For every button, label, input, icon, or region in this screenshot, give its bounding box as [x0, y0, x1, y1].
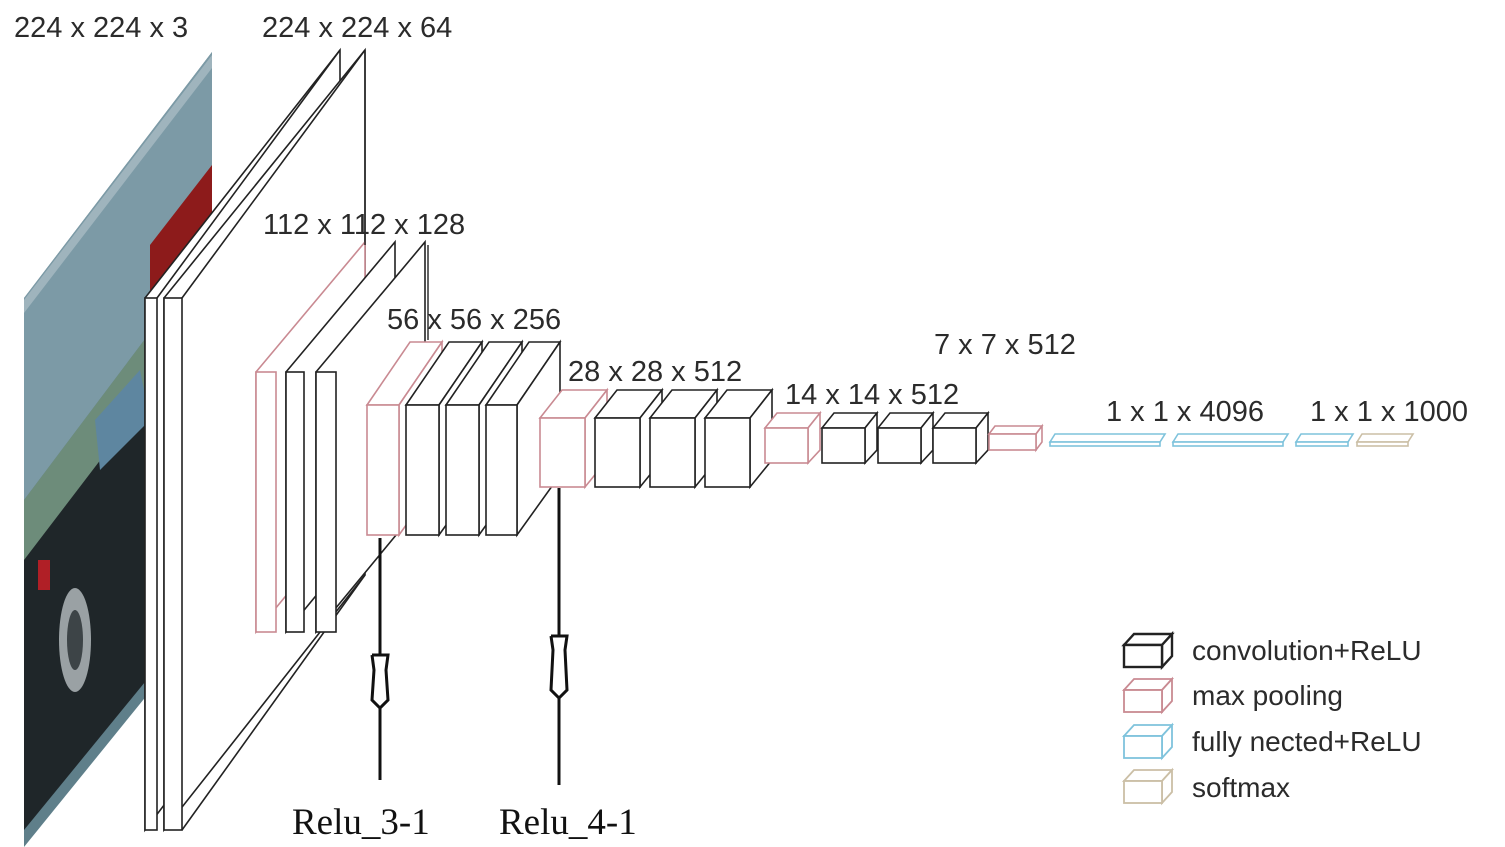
conv2-conv-a-face — [285, 371, 305, 633]
dim-label-output: 1 x 1 x 1000 — [1310, 396, 1468, 428]
legend-label-conv: convolution+ReLU — [1192, 635, 1422, 666]
leader-lines — [364, 50, 429, 340]
dim-label-conv4: 28 x 28 x 512 — [568, 356, 742, 388]
dim-label-conv2: 112 x 112 x 128 — [263, 209, 465, 241]
fc1-layer — [1048, 433, 1167, 443]
conv5-pool-face — [764, 427, 809, 464]
conv5-conv-a-face — [821, 427, 866, 464]
conv5-conv-b-face — [877, 427, 922, 464]
pool5-face — [988, 433, 1037, 451]
dim-label-conv3: 56 x 56 x 256 — [387, 304, 561, 336]
conv1-slab-a-face — [144, 297, 158, 831]
conv4-pool-face — [539, 417, 586, 488]
legend-swatch-conv — [1121, 630, 1175, 671]
conv5-conv-c-face — [932, 427, 977, 464]
legend-item-softmax: softmax — [1121, 767, 1290, 806]
legend-swatch-fc — [1121, 722, 1175, 761]
conv4-conv-c-face — [704, 417, 751, 488]
softmax-layer — [1355, 433, 1415, 447]
conv3-pool-face — [366, 404, 400, 536]
dim-label-input: 224 x 224 x 3 — [14, 12, 188, 44]
relu-label-3-1: Relu_3-1 — [292, 802, 430, 843]
legend-label-softmax: softmax — [1192, 772, 1290, 803]
conv1-slab-b-face — [163, 297, 183, 831]
dim-label-pool5: 7 x 7 x 512 — [934, 329, 1076, 361]
conv2-pool-slab-face — [255, 371, 277, 633]
conv2-conv-b-face — [315, 371, 337, 633]
relu-label-4-1: Relu_4-1 — [499, 802, 637, 843]
conv4-conv-a-face — [594, 417, 641, 488]
legend-item-pool: max pooling — [1121, 676, 1343, 715]
legend-item-conv: convolution+ReLU — [1121, 630, 1422, 671]
conv5-block — [763, 410, 990, 466]
dim-label-fc: 1 x 1 x 4096 — [1106, 396, 1264, 428]
legend-label-pool: max pooling — [1192, 680, 1343, 711]
relu-tap-3-1 — [370, 538, 390, 780]
conv4-block — [538, 387, 774, 490]
conv4-conv-b-face — [649, 417, 696, 488]
legend: convolution+ReLU max pooling fully necte… — [1121, 630, 1422, 806]
fc2-layer — [1171, 433, 1290, 443]
pool5-block — [987, 423, 1044, 453]
conv3-conv-c-face — [485, 404, 518, 536]
legend-label-fc: fully nected+ReLU — [1192, 726, 1422, 757]
conv3-block — [365, 339, 562, 538]
legend-swatch-pool — [1121, 676, 1175, 715]
dim-label-conv1: 224 x 224 x 64 — [262, 12, 452, 44]
dim-label-conv5: 14 x 14 x 512 — [785, 379, 959, 411]
conv1-block — [144, 47, 366, 833]
fc3-layer — [1294, 433, 1355, 443]
conv3-conv-b-face — [445, 404, 480, 536]
conv3-conv-a-face — [405, 404, 440, 536]
legend-swatch-softmax — [1121, 767, 1175, 806]
fc-layers — [1048, 433, 1355, 447]
relu-tap-4-1 — [549, 488, 569, 785]
legend-item-fc: fully nected+ReLU — [1121, 722, 1422, 761]
